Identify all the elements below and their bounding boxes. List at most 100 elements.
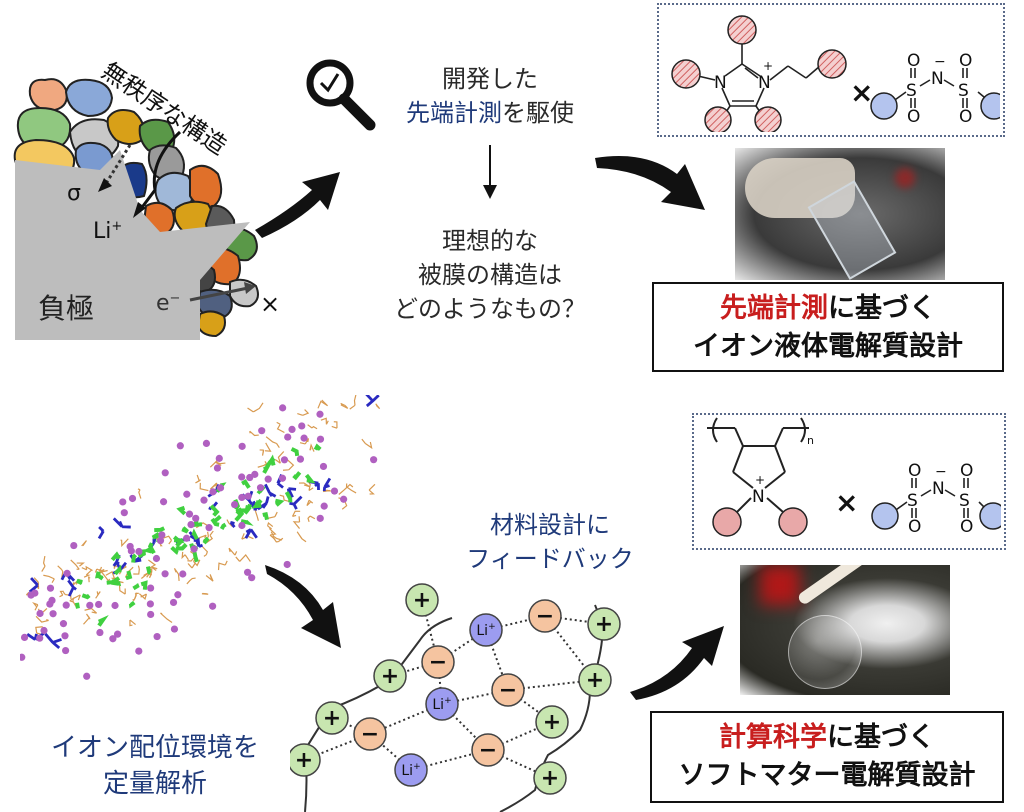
lithium-atom (256, 484, 265, 492)
lithium-atom (70, 541, 78, 550)
orange-fragment (88, 576, 91, 583)
orange-fragment (132, 592, 138, 602)
svg-text:O: O (960, 517, 973, 537)
md-orange-chains (25, 395, 381, 635)
lithium-atom (185, 510, 194, 518)
lithium-atom (316, 410, 324, 418)
lithium-atom (59, 620, 68, 628)
soft-matter-photo (740, 565, 950, 695)
md-green-polymer (74, 443, 322, 627)
anion-node: − (471, 733, 505, 767)
lithium-atom (169, 598, 178, 607)
orange-fragment (299, 482, 311, 488)
coordination-caption: イオン配位環境を 定量解析 (50, 733, 259, 799)
lithium-node: Li+ (394, 753, 428, 787)
svg-text:O: O (908, 517, 921, 537)
orange-fragment (338, 483, 354, 495)
lithium-atom (176, 442, 184, 450)
orange-fragment (368, 483, 376, 495)
lithium-atom (340, 495, 348, 503)
green-polymer-segment (213, 514, 222, 523)
green-polymer-segment (140, 580, 148, 590)
lithium-atom (209, 602, 217, 610)
lithium-atom (20, 633, 29, 642)
orange-fragment (296, 531, 307, 543)
orange-fragment (120, 538, 129, 548)
orange-fragment (70, 559, 80, 570)
electrode-label: 負極 (38, 292, 94, 325)
analysis-text: 開発した 先端計測を駆使 (380, 62, 600, 130)
minus-label: − (536, 604, 554, 629)
minus-label: − (499, 678, 517, 703)
electron-label: e− (156, 291, 180, 316)
green-polymer-segment (262, 462, 273, 474)
orange-fragment (84, 607, 98, 614)
advanced-measurement-red: 先端計測 (720, 293, 828, 324)
orange-fragment (199, 482, 209, 492)
lithium-atom (316, 514, 324, 522)
green-polymer-segment (235, 507, 243, 516)
question-text: 理想的な 被膜の構造は どのようなもの？ (394, 227, 586, 323)
lithium-atom (264, 475, 272, 483)
orange-fragment (307, 424, 318, 430)
lithium-atom (187, 521, 195, 529)
green-polymer-segment (106, 576, 121, 585)
blue-molecule (322, 477, 332, 492)
ion-nodes: ++++−−−−−Li+Li+Li+++++ (290, 583, 621, 795)
arrow-to-network (265, 565, 341, 648)
svg-text:O: O (907, 51, 920, 71)
lithium-atom (183, 534, 191, 542)
gel-droplet (788, 615, 862, 689)
blue-molecule (229, 521, 236, 528)
cation-node: + (533, 761, 567, 795)
lithium-atom (62, 601, 70, 609)
orange-fragment (129, 619, 136, 627)
orange-fragment (59, 590, 64, 598)
green-polymer-segment (175, 537, 185, 548)
orange-fragment (81, 565, 93, 572)
multiply-sign-2: × (835, 486, 858, 519)
orange-fragment (274, 451, 285, 464)
orange-fragment (309, 443, 315, 452)
substituent-r5 (817, 49, 847, 79)
orange-fragment (249, 430, 259, 437)
anion-substituent-right (980, 92, 1000, 120)
blue-molecule (44, 632, 62, 650)
orange-fragment (187, 563, 196, 569)
green-polymer-segment (151, 532, 161, 540)
substituent-r2 (727, 15, 757, 45)
lithium-atom (296, 455, 305, 463)
substituent-r1 (671, 59, 701, 89)
interaction-link (544, 615, 596, 681)
green-polymer-segment (274, 498, 285, 507)
sigma-label: σ (67, 181, 81, 206)
ionic-interactions (303, 599, 605, 779)
green-polymer-segment (97, 615, 109, 627)
md-simulation (20, 395, 381, 680)
orange-fragment (306, 499, 314, 507)
cation-substituent-right (778, 507, 808, 537)
svg-text:O: O (959, 107, 972, 127)
lithium-atom (119, 498, 127, 506)
li-label: Li+ (93, 219, 122, 244)
feedback-caption: 材料設計に フィードバック (466, 511, 634, 573)
white-rod (796, 565, 902, 606)
cation-node: + (587, 607, 621, 641)
orange-fragment (160, 612, 173, 623)
computational-science-red: 計算科学 (719, 722, 827, 753)
electron-arrow (189, 286, 249, 302)
svg-text:N: N (714, 73, 727, 93)
orange-fragment (214, 461, 226, 467)
anion-node: − (421, 645, 455, 679)
green-polymer-segment (81, 593, 91, 600)
lithium-atom (330, 487, 339, 495)
lithium-atom (147, 610, 155, 619)
down-arrow-icon (483, 145, 497, 199)
blue-molecule (28, 577, 39, 594)
svg-text:S: S (907, 491, 918, 511)
lithium-atom (96, 628, 104, 637)
orange-fragment (195, 474, 201, 484)
lithium-atom (238, 521, 246, 530)
advanced-measurement-highlight: 先端計測 (406, 99, 502, 127)
orange-fragment (151, 566, 158, 571)
